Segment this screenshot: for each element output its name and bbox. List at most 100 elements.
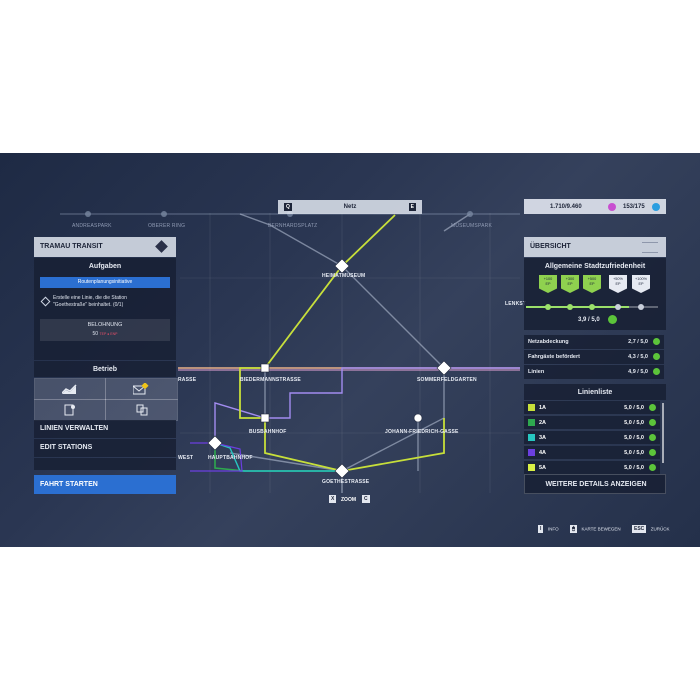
tasks-section: Aufgaben Routenplanungsinitiative Erstel… (34, 258, 176, 360)
station-label-goethestrasse[interactable]: GOETHESTRASSE (322, 479, 370, 485)
milestone-dot (545, 304, 551, 310)
filter-label[interactable]: Netz (343, 203, 357, 210)
smile-icon (649, 464, 656, 471)
station-label-heimatmuseum[interactable]: HEIMATMUSEUM (322, 273, 366, 279)
hint-item: ESC ZURÜCK (632, 520, 669, 538)
station-label-sommerfeldgarten[interactable]: SOMMERFELDGARTEN (417, 377, 477, 383)
company-name: TRAMAU TRANSIT (40, 243, 103, 250)
start-ride-button[interactable]: FAHRT STARTEN (34, 475, 176, 494)
more-details-button[interactable]: WEITERE DETAILS ANZEIGEN (524, 474, 666, 494)
metric-label: Fahrgäste befördert (528, 354, 580, 360)
station-label-johann-friedrich-gasse[interactable]: JOHANN-FRIEDRICH-GASSE (385, 429, 459, 435)
hint-label: KARTE BEWEGEN (581, 526, 621, 532)
line-rating: 5,0 / 5,0 (624, 404, 644, 411)
station-label-busbahnhof[interactable]: BUSBAHNHOF (249, 429, 287, 435)
metric-value: 4,3 / 5,0 (628, 354, 648, 360)
overview-title: ÜBERSICHT (530, 243, 571, 250)
hint-key: I (538, 524, 544, 533)
zoom-out-key[interactable]: X (329, 495, 337, 503)
station-label-biedermannstrasse[interactable]: BIEDERMANNSTRASSE (240, 377, 301, 383)
menu-icon[interactable] (642, 242, 658, 253)
milestone-flag: +50%EP (609, 275, 627, 293)
satisfaction-fill (526, 306, 629, 308)
metric-value: 2,7 / 5,0 (628, 339, 648, 345)
station-label-bernhardsplatz: BERNHARDSPLATZ (268, 223, 318, 229)
smile-icon (649, 419, 656, 426)
task-text: Erstelle eine Linie, die die Station "Go… (53, 295, 127, 308)
metric-value: 4,9 / 5,0 (628, 369, 648, 375)
lines-title: Linienliste (577, 389, 613, 396)
hint-item: 🖱 KARTE BEWEGEN (570, 520, 621, 538)
stats-button[interactable] (34, 378, 106, 400)
document-icon (64, 404, 75, 416)
game-screen: ANDREASPARK OBERER RING BERNHARDSPLATZ M… (0, 153, 700, 547)
station-label-andreaspark: ANDREASPARK (72, 223, 112, 229)
milestone-dot (567, 304, 573, 310)
milestone-dot (589, 304, 595, 310)
station-label-oberer-ring: OBERER RING (148, 223, 186, 229)
lines-header: Linienliste (524, 384, 666, 400)
station-label-museumspark: MUSEUMSPARK (451, 223, 493, 229)
satisfaction-title: Allgemeine Stadtzufriedenheit (544, 263, 646, 270)
line-rating: 5,0 / 5,0 (624, 449, 644, 456)
money-value: 1.710/9.460 (550, 203, 582, 210)
smile-icon (649, 404, 656, 411)
lines-scrollbar[interactable] (662, 403, 664, 463)
smile-icon (653, 338, 660, 345)
zoom-bar: X ZOOM C (329, 495, 373, 505)
line-name: 5A (539, 464, 547, 471)
line-row[interactable]: 5A 5,0 / 5,0 (524, 461, 660, 474)
task-category[interactable]: Routenplanungsinitiative (40, 277, 170, 288)
zoom-label: ZOOM (341, 497, 356, 503)
money-icon (608, 202, 616, 211)
metric-row[interactable]: Fahrgäste befördert 4,3 / 5,0 (524, 350, 664, 364)
metric-row[interactable]: Netzabdeckung 2,7 / 5,0 (524, 335, 664, 349)
reward-amount: 50 TEP ● ENP (92, 331, 118, 337)
next-filter-key[interactable]: E (408, 203, 416, 211)
chart-icon (62, 384, 77, 394)
station-label-hauptbahnhof[interactable]: HAUPTBAHNHOF (208, 455, 253, 461)
operation-title: Betrieb (92, 366, 118, 373)
line-color-swatch (528, 464, 535, 471)
line-rating: 5,0 / 5,0 (624, 464, 644, 471)
zoom-in-key[interactable]: C (362, 495, 370, 503)
metric-label: Linien (528, 369, 545, 375)
line-name: 4A (539, 449, 547, 456)
line-color-swatch (528, 404, 535, 411)
reward-title: BELOHNUNG (87, 322, 123, 328)
left-panel-spacer (34, 458, 176, 470)
metric-label: Netzabdeckung (528, 339, 569, 345)
prev-filter-key[interactable]: Q (284, 203, 292, 211)
edit-stations-button[interactable]: EDIT STATIONS (34, 439, 176, 457)
tasks-title: Aufgaben (88, 263, 122, 270)
satisfaction-score: 3,9 / 5,0 (578, 317, 600, 323)
metric-row[interactable]: Linien 4,9 / 5,0 (524, 365, 664, 379)
filter-bar: Q Netz E (278, 200, 422, 214)
document-button[interactable] (34, 399, 106, 421)
manage-lines-button[interactable]: LINIEN VERWALTEN (34, 420, 176, 438)
milestone-dot (615, 304, 621, 310)
line-name: 2A (539, 419, 547, 426)
task-diamond-icon (40, 296, 51, 307)
reward-box: BELOHNUNG 50 TEP ● ENP (40, 319, 170, 341)
line-color-swatch (528, 434, 535, 441)
company-logo-icon (155, 240, 168, 253)
station-label-west[interactable]: WEST (178, 455, 194, 461)
smile-icon (649, 434, 656, 441)
line-rating: 5,0 / 5,0 (624, 434, 644, 441)
resources-bar: 1.710/9.460 153/175 (524, 199, 666, 214)
company-header: TRAMAU TRANSIT (34, 237, 176, 257)
line-row[interactable]: 4A 5,0 / 5,0 (524, 446, 660, 459)
transit-map[interactable] (0, 153, 700, 547)
satisfaction-smile-icon (608, 315, 617, 324)
mail-button[interactable] (105, 378, 178, 400)
station-label-right-cut: LENKST (505, 301, 527, 307)
vehicles-button[interactable] (105, 399, 178, 421)
